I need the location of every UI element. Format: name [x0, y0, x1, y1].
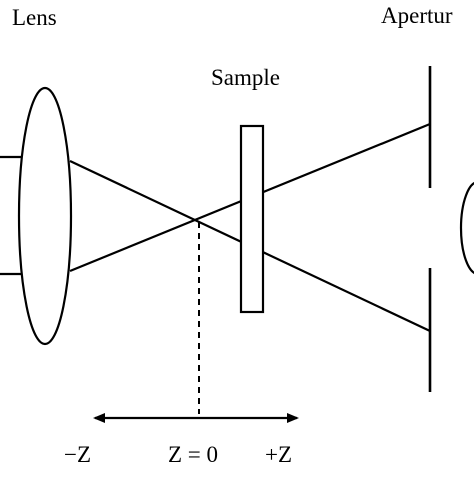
sample-plate [239, 124, 265, 314]
aperture-label: Apertur [381, 3, 453, 28]
z-zero-label: Z = 0 [168, 442, 219, 467]
detector-shape [459, 182, 474, 274]
lens-shape [17, 86, 73, 346]
minus-z-label: −Z [64, 442, 92, 467]
lens-label: Lens [12, 5, 57, 30]
sample-label: Sample [211, 65, 280, 90]
plus-z-label: +Z [265, 442, 293, 467]
